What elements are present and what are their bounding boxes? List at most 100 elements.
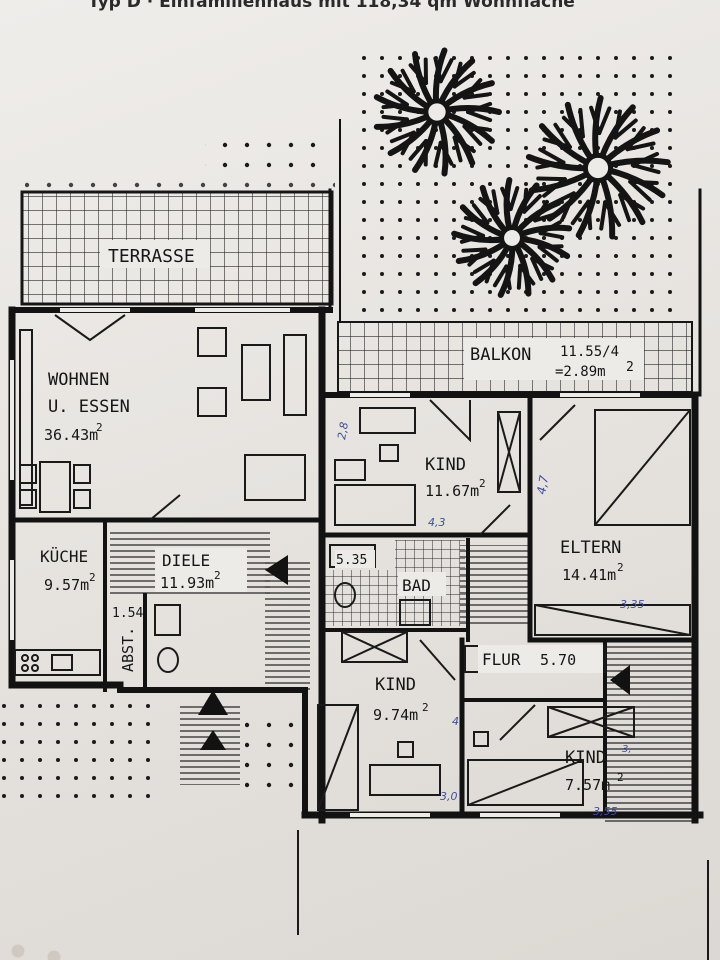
note-kind-1-bottom: 4,3 [428,516,446,529]
tree-twig [462,78,483,100]
label-kind-1-area: 11.67m [425,482,479,500]
label-abst-area: 1.54 [112,606,143,621]
tree-twig [461,247,488,253]
label-wohnen-1: WOHNEN [48,370,109,390]
bad-area-bg [335,550,375,568]
label-kind-2-area: 9.74m [373,706,418,724]
tree-twig [537,245,559,263]
diele-label-bg [155,548,247,592]
tree-twig [522,194,542,214]
label-flur: FLUR [482,650,521,669]
tree-twig [389,80,416,94]
label-balkon-area-1: 11.55/4 [560,344,619,360]
tree-twig [530,256,555,271]
label-diele: DIELE [162,551,210,570]
tree-twig [625,141,656,152]
label-kind-3: KIND [565,748,606,768]
terrace-label-bg [100,240,210,268]
label-kueche-sup: 2 [89,571,96,584]
note-kind-2-right: 4 [452,715,459,728]
tree-twig [533,199,549,223]
flur-label-bg [478,645,603,673]
label-kind-1: KIND [425,455,466,475]
garden-dots-entrance [245,720,305,800]
tree-twig [462,124,490,132]
label-kind-3-area: 7.57m [565,776,610,794]
tree-twig [385,117,409,135]
garden-dots-top [205,130,325,175]
note-kind-1-left: 2,8 [335,421,351,440]
label-abst: ABST. [119,627,137,672]
note-eltern-left: 4,7 [534,474,551,496]
label-kind-2-sup: 2 [422,701,429,714]
note-eltern-bottom: 3,35 [620,598,645,611]
label-kueche: KÜCHE [40,547,88,566]
tree-twig [628,179,652,202]
tree-twig [613,118,638,140]
tree-twig [504,264,512,291]
tree-twig [630,163,661,175]
tree-twig [461,224,486,238]
entrance-arrow-icon [198,690,228,715]
tree-twig [484,258,496,284]
tree-twig [438,58,454,84]
tree-icon [373,47,502,177]
tree-twig [463,216,490,225]
stairs-right [605,645,695,825]
tree-twig [381,114,409,122]
stairs-arrow-icon [265,555,288,585]
label-kind-3-sup: 2 [617,771,624,784]
entrance-arrow-icon-2 [200,730,226,750]
label-bad-area: 5.35 [336,553,367,568]
note-kind-3-right: 3, [622,744,632,755]
tree-trunk [423,98,451,126]
label-wohnen-2: U. ESSEN [48,397,130,417]
tree-twig [542,137,572,150]
tree-twig [433,140,443,168]
label-eltern-sup: 2 [617,561,624,574]
label-wohnen-sup: 2 [96,421,103,434]
tree-twig [530,256,544,281]
label-flur-area: 5.70 [540,651,576,669]
balcony-label-bg [464,338,644,380]
note-kind-2-bottom: 3,0 [440,790,458,803]
furniture [14,314,691,811]
tree-twig [542,177,567,198]
garden-dots-left [0,700,160,800]
label-kind-2: KIND [375,675,416,695]
tree-trunk [499,225,525,251]
tree-twig [536,176,567,182]
tree-twig [438,140,454,166]
tree-twig [522,187,529,214]
label-wohnen-area: 36.43m [44,426,98,444]
label-kueche-area: 9.57m [44,576,89,594]
tree-twig [471,203,490,225]
windows [10,308,640,817]
label-eltern: ELTERN [560,538,621,558]
tree-twig [538,231,565,240]
tree-twig [467,247,488,267]
label-balkon-area-2: =2.89m [555,364,606,380]
tree-twig [452,61,463,89]
note-kind-3-bottom: 3,55 [593,805,618,818]
tree-twig [561,115,585,139]
tree-twig [589,105,602,136]
tree-icons [373,47,671,298]
tree-twig [578,107,585,139]
tree-twig [492,264,509,288]
tree-twig [518,263,536,286]
tree-twig [599,200,608,231]
label-diele-area: 11.93m [160,574,214,592]
tree-twig [389,130,416,144]
tree-twig [462,92,490,100]
tree-twig [452,135,463,163]
tree-twig [452,70,476,89]
tree-twig [400,68,416,94]
tree-twig [459,233,486,244]
tree-twig [618,193,632,223]
tree-twig [630,151,660,168]
lace-doily-corner [0,930,90,960]
tree-twig [537,244,564,250]
